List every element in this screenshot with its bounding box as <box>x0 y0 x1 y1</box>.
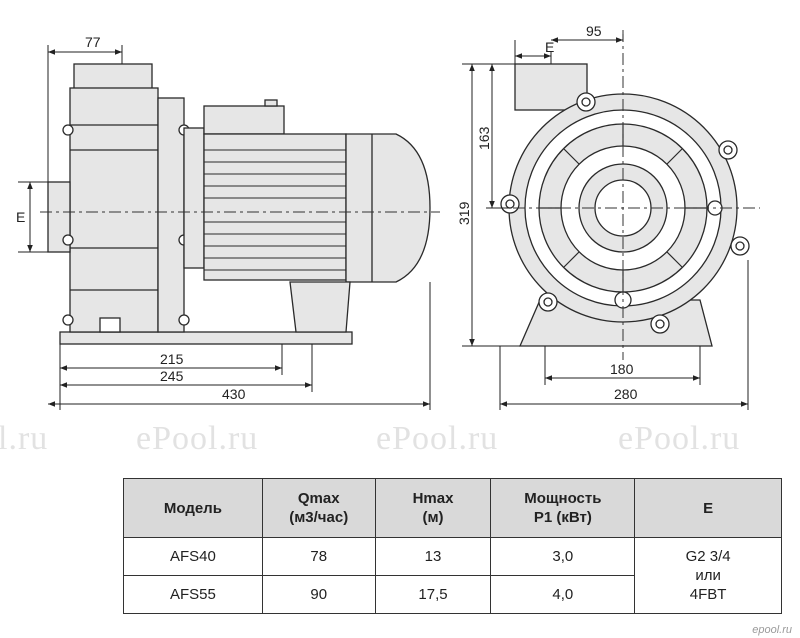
watermark-text: l.ru <box>0 420 49 457</box>
motor-body <box>203 133 347 281</box>
housing-flange <box>157 97 185 333</box>
dim-180-label: 180 <box>610 361 634 377</box>
header-model: Модель <box>123 478 263 538</box>
fan-cover <box>345 133 431 283</box>
pump-technical-drawing: 77 E 215 245 430 <box>16 23 760 410</box>
dim-95-label: 95 <box>586 23 602 39</box>
side-view <box>47 63 431 345</box>
header-qmax: Qmax(м3/час) <box>261 478 376 538</box>
dim-e-side-label: E <box>16 209 25 225</box>
watermark-text: ePool.ru <box>136 420 259 457</box>
watermark-text: ePool.ru <box>618 420 741 457</box>
cell-qmax: 90 <box>261 575 376 614</box>
inlet-pipe <box>47 181 71 253</box>
dim-280-label: 280 <box>614 386 638 402</box>
dim-245-label: 245 <box>160 368 184 384</box>
cell-model: AFS40 <box>123 537 263 576</box>
dim-163-label: 163 <box>476 126 492 150</box>
front-outlet-pipe <box>514 63 588 111</box>
header-e: E <box>634 478 782 538</box>
table-row: AFS55 90 17,5 4,0 <box>123 575 782 614</box>
motor-foot <box>289 281 351 333</box>
cell-e-value: G2 3/4 или 4FBT <box>634 537 782 614</box>
dim-e-front-label: E <box>545 39 554 55</box>
header-hmax: Hmax(м) <box>374 478 492 538</box>
terminal-box <box>203 105 285 135</box>
cell-hmax: 17,5 <box>374 575 492 614</box>
cell-qmax: 78 <box>261 537 376 576</box>
dim-319-label: 319 <box>456 201 472 225</box>
watermark-text: ePool.ru <box>376 420 499 457</box>
cell-power: 4,0 <box>490 575 636 614</box>
dim-215-label: 215 <box>160 351 184 367</box>
table-row: AFS40 78 13 3,0 G2 3/4 или 4FBT <box>123 537 782 614</box>
motor-adapter <box>183 127 205 269</box>
outlet-pipe <box>73 63 153 91</box>
cell-power: 3,0 <box>490 537 636 576</box>
dim-430-label: 430 <box>222 386 246 402</box>
front-view <box>500 63 750 347</box>
corner-logo: epool.ru <box>752 624 792 636</box>
cell-hmax: 13 <box>374 537 492 576</box>
base-plate <box>59 331 353 345</box>
pump-housing <box>69 87 159 333</box>
dim-77-label: 77 <box>85 34 101 50</box>
cell-model: AFS55 <box>123 575 263 614</box>
